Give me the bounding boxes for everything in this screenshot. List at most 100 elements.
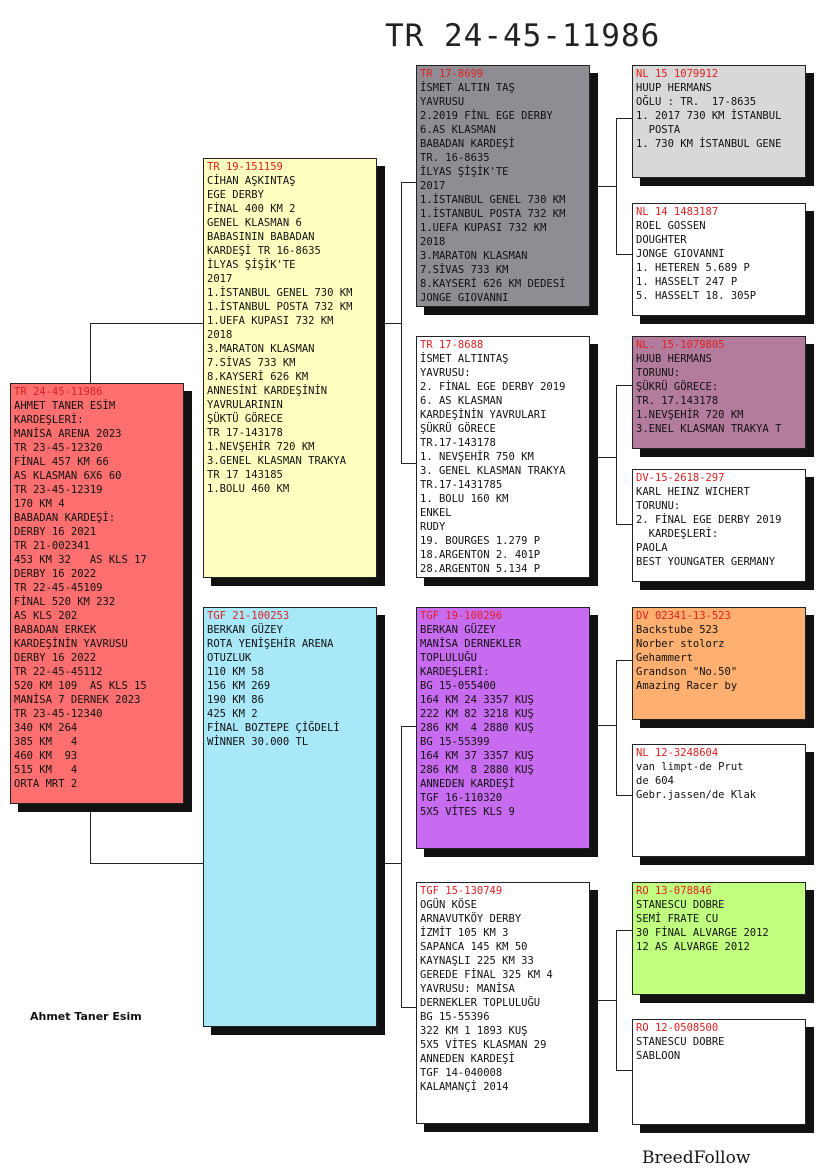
connector-line	[598, 186, 616, 187]
pedigree-text-line: 340 KM 264	[14, 722, 78, 734]
pedigree-text-line: FİNAL 457 KM 66	[14, 456, 109, 468]
pedigree-text-line: 1.İSTANBUL GENEL 730 KM	[420, 194, 566, 206]
pedigree-text-line: TR 23-45-12340	[14, 708, 103, 720]
pedigree-text-line: HUUB HERMANS	[636, 353, 712, 365]
pedigree-text-line: Gebr.jassen/de Klak	[636, 789, 757, 801]
pedigree-text-line: Gehammert	[636, 652, 693, 664]
pedigree-text-line: 1. 2017 730 KM İSTANBUL	[636, 110, 782, 122]
connector-line	[616, 795, 632, 796]
ring-number: DV-15-2618-297	[636, 472, 725, 484]
pedigree-text-line: TORUNU:	[636, 500, 681, 512]
pedigree-text-line: 460 KM 93	[14, 750, 78, 762]
pedigree-text-line: 385 KM 4	[14, 736, 78, 748]
pedigree-text-line: İSMET ALTINTAŞ	[420, 353, 509, 365]
pedigree-text-line: 286 KM 4 2880 KUŞ	[420, 722, 534, 734]
connector-line	[598, 1000, 616, 1001]
pedigree-text-line: 5X5 VİTES KLASMAN 29	[420, 1039, 547, 1051]
pedigree-text-line: ANNEDEN KARDEŞİ	[420, 778, 515, 790]
pedigree-text-line: 322 KM 1 1893 KUŞ	[420, 1025, 528, 1037]
pedigree-text-line: ARNAVUTKÖY DERBY	[420, 913, 522, 925]
ring-number: RO 12-0508500	[636, 1022, 719, 1034]
pedigree-text-line: DERBY 16 2022	[14, 652, 97, 664]
ring-number: NL 14 1483187	[636, 206, 719, 218]
pedigree-text-line: 6.AS KLASMAN	[420, 124, 496, 136]
connector-line	[616, 930, 632, 931]
pedigree-text-line: 1.UEFA KUPASI 732 KM	[420, 222, 547, 234]
pedigree-text-line: RUDY	[420, 521, 446, 533]
pedigree-text-line: 1.BOLU 460 KM	[207, 483, 290, 495]
connector-line	[401, 726, 416, 727]
pedigree-text-line: 190 KM 86	[207, 694, 264, 706]
pedigree-text-line: 3.GENEL KLASMAN TRAKYA	[207, 455, 347, 467]
pedigree-text-line: 515 KM 4	[14, 764, 78, 776]
pedigree-text-line: BERKAN GÜZEY	[207, 624, 283, 636]
pedigree-text-line: STANESCU DOBRE	[636, 1036, 725, 1048]
pedigree-text-line: 2018	[420, 236, 446, 248]
pedigree-text-line: Backstube 523	[636, 624, 719, 636]
pedigree-text-line: SAPANCA 145 KM 50	[420, 941, 528, 953]
pedigree-text-line: TR.17-1431785	[420, 479, 503, 491]
pedigree-text-line: Amazing Racer by	[636, 680, 738, 692]
pedigree-text-line: TGF 14-040008	[420, 1067, 503, 1079]
pedigree-text-line: 30 FİNAL ALVARGE 2012	[636, 927, 769, 939]
pedigree-text-line: PAOLA	[636, 542, 668, 554]
pedigree-text-line: 222 KM 82 3218 KUŞ	[420, 708, 534, 720]
pedigree-text-line: DERBY 16 2021	[14, 526, 97, 538]
pedigree-text-line: 164 KM 37 3357 KUŞ	[420, 750, 534, 762]
pedigree-text-line: 1.İSTANBUL POSTA 732 KM	[420, 208, 566, 220]
pedigree-text-line: POSTA	[636, 124, 681, 136]
pedigree-text-line: TR 17 143185	[207, 469, 283, 481]
pedigree-text-line: BERKAN GÜZEY	[420, 624, 496, 636]
ring-number: TGF 19-100296	[420, 610, 503, 622]
ring-number: NL 12-3248604	[636, 747, 719, 759]
pedigree-text-line: 453 KM 32 AS KLS 17	[14, 554, 147, 566]
connector-line	[401, 726, 402, 1007]
pedigree-text-line: BABADAN KARDEŞİ:	[14, 512, 116, 524]
ring-number: TGF 21-100253	[207, 610, 290, 622]
connector-line	[385, 323, 402, 324]
pedigree-text-line: AHMET TANER ESİM	[14, 400, 116, 412]
pedigree-text-line: 12 AS ALVARGE 2012	[636, 941, 750, 953]
pedigree-text-line: 2.2019 FİNL EGE DERBY	[420, 110, 553, 122]
brand-logo-text: BreedFollow	[642, 1148, 751, 1168]
pedigree-text-line: DERNEKLER TOPLULUĞU	[420, 997, 541, 1009]
pedigree-text-line: 2. FİNAL EGE DERBY 2019	[636, 514, 782, 526]
pedigree-text-line: 3. GENEL KLASMAN TRAKYA	[420, 465, 566, 477]
pedigree-text-line: 1. HETEREN 5.689 P	[636, 262, 750, 274]
pedigree-text-line: JONGE GIOVANNI	[420, 292, 509, 304]
pedigree-text-line: TOPLULUĞU	[420, 652, 477, 664]
pedigree-text-line: MANİSA 7 DERNEK 2023	[14, 694, 141, 706]
pedigree-text-line: BABADAN KARDEŞİ	[420, 138, 515, 150]
pedigree-text-line: ANNESİNİ KARDEŞİNİN	[207, 385, 328, 397]
pedigree-text-line: van limpt-de Prut	[636, 761, 744, 773]
pedigree-text-line: KAYNAŞLI 225 KM 33	[420, 955, 534, 967]
pedigree-text-line: 425 KM 2	[207, 708, 258, 720]
pedigree-text-line: AS KLASMAN 6X6 60	[14, 470, 122, 482]
pedigree-text-line: de 604	[636, 775, 674, 787]
pedigree-text-line: HUUP HERMANS	[636, 82, 712, 94]
pedigree-text-line: KARDEŞLERİ:	[636, 528, 719, 540]
pedigree-text-line: ROEL GOSSEN	[636, 220, 706, 232]
pedigree-text-line: KARDEŞİNİN YAVRULARI	[420, 409, 547, 421]
pedigree-text-line: BABADAN ERKEK	[14, 624, 97, 636]
pedigree-text-line: ANNEDEN KARDEŞİ	[420, 1053, 515, 1065]
pedigree-text-line: Grandson "No.50"	[636, 666, 738, 678]
pedigree-text-line: FİNAL 520 KM 232	[14, 596, 116, 608]
pedigree-text-line: EGE DERBY	[207, 189, 264, 201]
pedigree-text-line: KARDEŞLERİ:	[14, 414, 84, 426]
pedigree-text-line: TGF 16-110320	[420, 792, 503, 804]
connector-line	[401, 1007, 416, 1008]
pedigree-text-line: TR 17-143178	[207, 427, 283, 439]
pedigree-text-line: 19. BOURGES 1.279 P	[420, 535, 541, 547]
pedigree-text-line: BEST YOUNGATER GERMANY	[636, 556, 776, 568]
pedigree-text-line: 1.İSTANBUL GENEL 730 KM	[207, 287, 353, 299]
pedigree-text-line: FİNAL BOZTEPE ÇİĞDELİ	[207, 722, 340, 734]
